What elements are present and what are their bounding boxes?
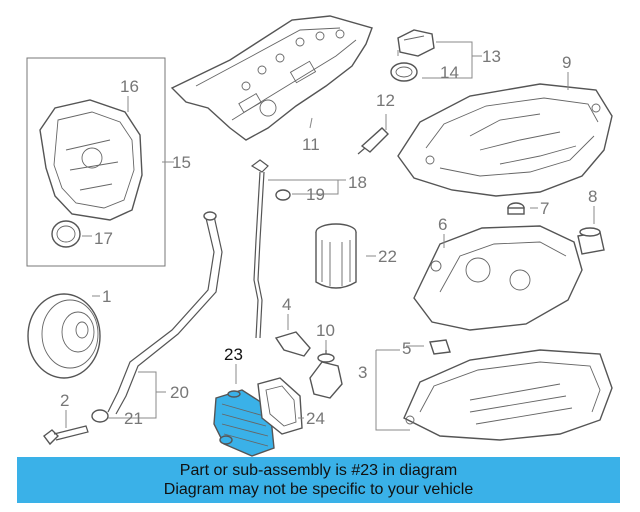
callout-7: 7: [540, 199, 549, 218]
callout-5: 5: [402, 339, 411, 358]
oil-pan-upper-9: [397, 83, 613, 197]
callout-11: 11: [302, 135, 320, 154]
callout-8: 8: [588, 187, 597, 206]
callout-20: 20: [170, 383, 189, 402]
callout-9: 9: [562, 53, 571, 72]
callout-16: 16: [120, 77, 139, 96]
callout-4: 4: [282, 295, 291, 314]
callout-3: 3: [358, 363, 367, 382]
callout-17: 17: [94, 229, 113, 248]
bolt-2: [43, 425, 89, 446]
callout-23: 23: [224, 345, 243, 364]
callout-10: 10: [316, 321, 335, 340]
callout-21: 21: [124, 409, 143, 428]
plug-7: [507, 202, 525, 215]
filler-cap-13: [390, 29, 435, 82]
dipstick-18: [250, 159, 291, 339]
callout-labels: 15 16 17 13 14 12 11 9 18 19 22 7 8 6 1 …: [60, 47, 597, 428]
banner-line-1: Part or sub-assembly is #23 in diagram: [179, 462, 458, 479]
plug-5: [429, 339, 451, 355]
callout-2: 2: [60, 391, 69, 410]
pulley-1: [27, 293, 101, 379]
callout-15: 15: [172, 153, 191, 172]
banner-line-2: Diagram may not be specific to your vehi…: [163, 481, 474, 498]
oil-sensor-10: [309, 350, 343, 399]
oil-filter-22: [315, 223, 357, 289]
callout-13: 13: [482, 47, 501, 66]
bracket-4: [274, 331, 311, 357]
callout-14: 14: [440, 63, 459, 82]
callout-24: 24: [306, 409, 325, 428]
callout-1: 1: [102, 287, 111, 306]
callout-19: 19: [306, 185, 325, 204]
callout-18: 18: [348, 173, 367, 192]
oil-tube-20: [91, 211, 223, 423]
sensor-12: [357, 127, 389, 155]
cap-8: [577, 227, 605, 255]
info-banner: Part or sub-assembly is #23 in diagram D…: [17, 457, 620, 503]
gasket-24: [257, 377, 303, 435]
timing-cover-panel: [26, 57, 166, 267]
cover-6: [413, 225, 583, 331]
callout-6: 6: [438, 215, 447, 234]
callout-12: 12: [376, 91, 395, 110]
callout-22: 22: [378, 247, 397, 266]
oil-cooler-23: [213, 389, 275, 457]
oil-pan-lower-3: [403, 349, 613, 441]
leader-lines: [65, 41, 595, 431]
head-cover-11: [170, 15, 373, 141]
